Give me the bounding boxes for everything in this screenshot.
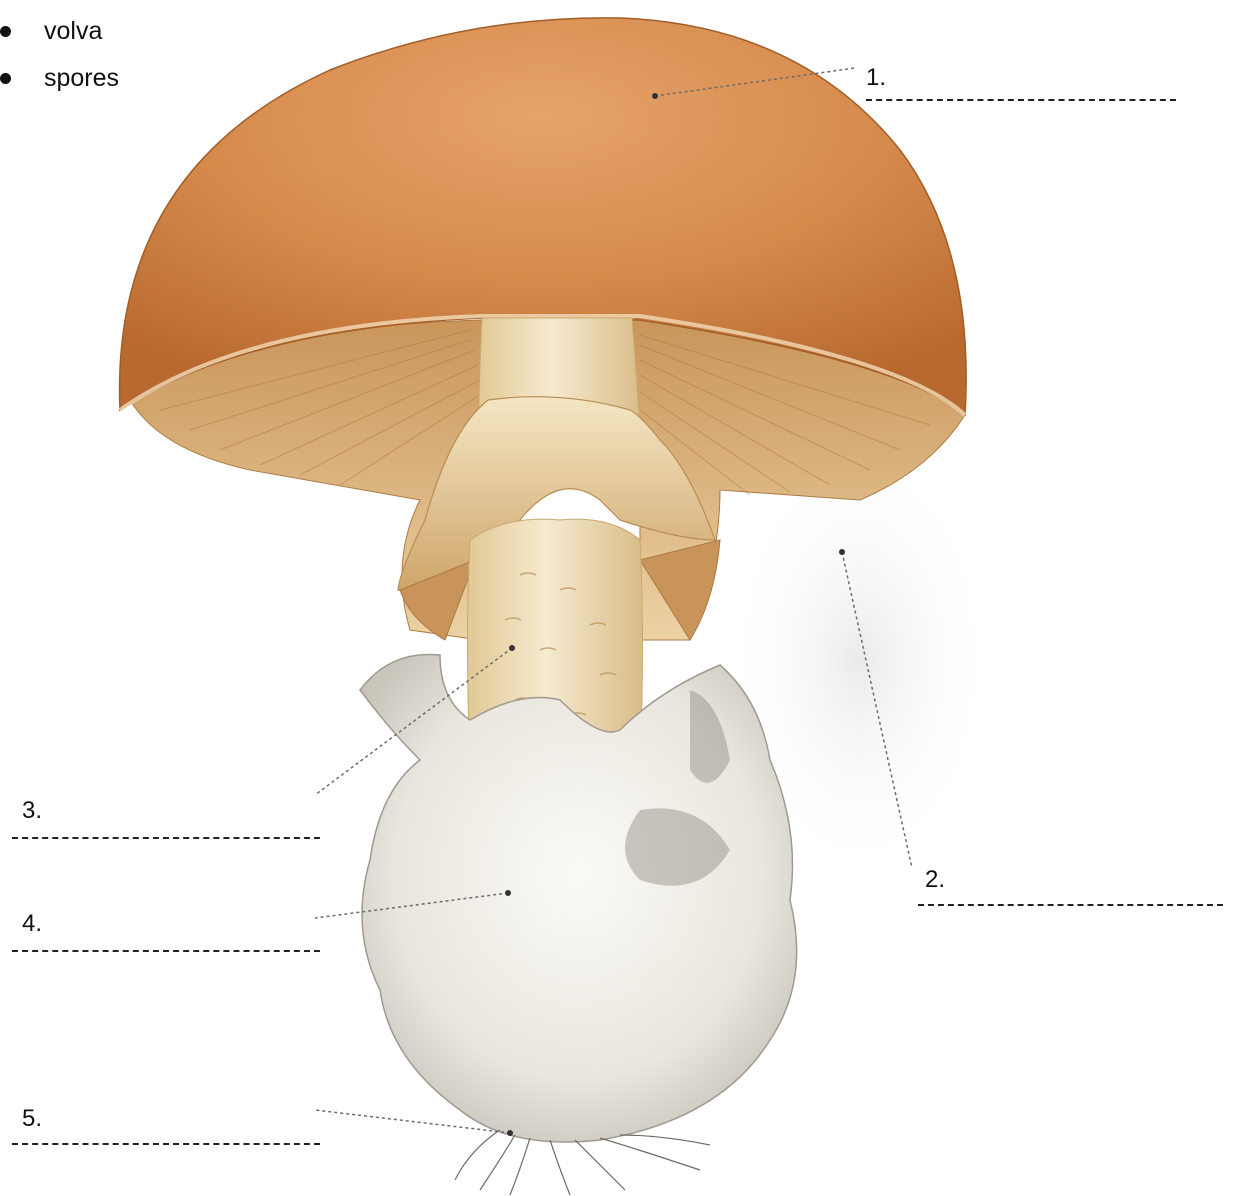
- label-number-3: 3.: [22, 797, 42, 825]
- answer-blank-2[interactable]: [918, 904, 1223, 906]
- answer-blank-4[interactable]: [12, 950, 320, 952]
- label-number-2: 2.: [925, 866, 945, 894]
- label-number-1: 1.: [866, 64, 886, 92]
- label-number-5: 5.: [22, 1105, 42, 1133]
- volva: [360, 654, 797, 1142]
- answer-blank-3[interactable]: [12, 837, 320, 839]
- answer-blank-5[interactable]: [12, 1143, 320, 1145]
- label-number-4: 4.: [22, 910, 42, 938]
- answer-blank-1[interactable]: [866, 99, 1176, 101]
